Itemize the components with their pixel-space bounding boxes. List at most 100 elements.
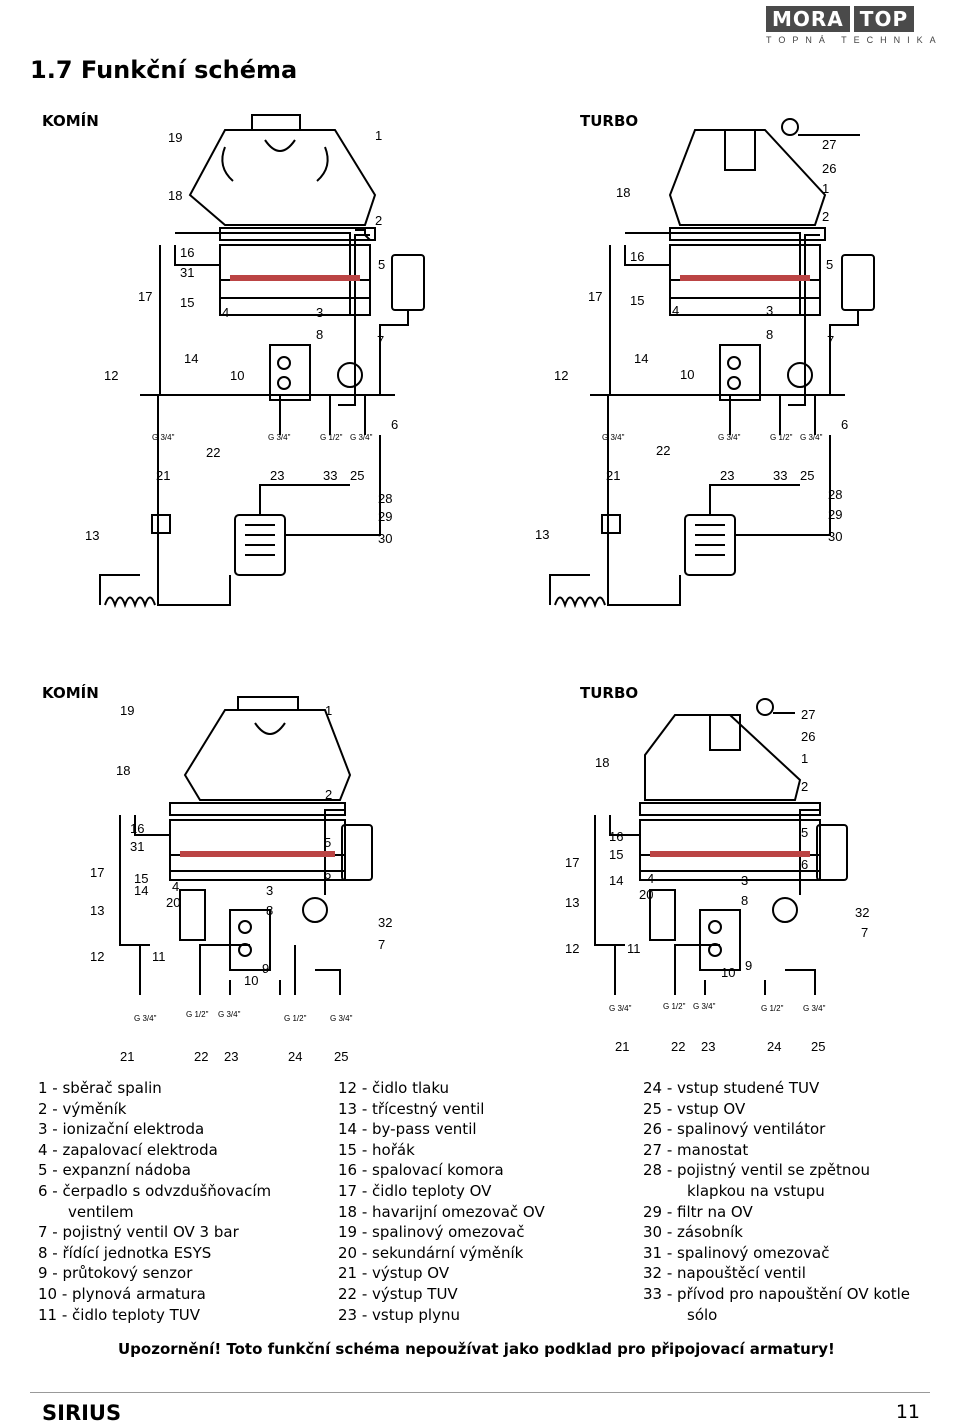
callout-16: 16 [609,829,623,844]
footer-divider [30,1392,930,1393]
callout-7: 7 [378,937,385,952]
legend-item: 15 - hořák [338,1140,415,1159]
thread-label: G 3/4" [218,1010,241,1019]
legend-item: 7 - pojistný ventil OV 3 bar [38,1223,239,1242]
callout-21: 21 [120,1049,134,1064]
callout-13: 13 [85,528,99,543]
thread-label: G 3/4" [268,433,291,442]
callout-15: 15 [609,847,623,862]
warning-note: Upozornění! Toto funkční schéma nepoužív… [118,1340,835,1358]
callout-5: 5 [801,825,808,840]
thread-label: G 3/4" [152,433,175,442]
callout-26: 26 [822,161,836,176]
callout-4: 4 [672,303,679,318]
thread-label: G 3/4" [693,1002,716,1011]
callout-8: 8 [741,893,748,908]
callout-25: 25 [350,468,364,483]
legend-item: 32 - napouštěcí ventil [643,1264,806,1283]
legend-item: 8 - řídící jednotka ESYS [38,1243,212,1262]
callout-1: 1 [325,703,332,718]
callout-32: 32 [855,905,869,920]
callout-4: 4 [222,305,229,320]
callout-24: 24 [288,1049,302,1064]
callout-22: 22 [194,1049,208,1064]
callout-20: 20 [166,895,180,910]
callout-25: 25 [811,1039,825,1054]
callout-27: 27 [801,707,815,722]
diagram-turbo-combi: 27 26 1 18 2 16 5 15 17 6 4 14 3 20 13 8… [565,695,869,1054]
legend: 1 - sběrač spalin 2 - výměník 3 - ioniza… [38,1078,938,1324]
callout-25: 25 [800,468,814,483]
diagram-label-komin-top: KOMÍN [42,112,99,130]
callout-8: 8 [766,327,773,342]
thread-label: G 3/4" [134,1014,157,1023]
page-number: 11 [895,1401,920,1423]
callout-18: 18 [616,185,630,200]
callout-3: 3 [316,305,323,320]
callout-17: 17 [90,865,104,880]
callout-12: 12 [90,949,104,964]
legend-item: 23 - vstup plynu [338,1305,460,1324]
callout-17: 17 [588,289,602,304]
legend-item: 19 - spalinový omezovač [338,1223,525,1242]
legend-item: 13 - třícestný ventil [338,1099,485,1118]
legend-item: 10 - plynová armatura [38,1284,206,1303]
callout-15: 15 [630,293,644,308]
callout-33: 33 [773,468,787,483]
callout-33: 33 [323,468,337,483]
legend-item: sólo [687,1305,718,1324]
diagram-label-komin-bottom: KOMÍN [42,684,99,702]
callout-22: 22 [206,445,220,460]
callout-27: 27 [822,137,836,152]
legend-column-1: 1 - sběrač spalin 2 - výměník 3 - ioniza… [38,1078,271,1325]
callout-2: 2 [375,213,382,228]
legend-item: 26 - spalinový ventilátor [643,1120,826,1139]
thread-label: G 1/2" [770,433,793,442]
callout-12: 12 [104,368,118,383]
legend-item: 21 - výstup OV [338,1264,450,1283]
logo-word-top: TOP [853,6,915,32]
callout-1: 1 [375,128,382,143]
callout-18: 18 [595,755,609,770]
legend-item: 17 - čidlo teploty OV [338,1181,492,1200]
callout-13: 13 [565,895,579,910]
thread-label: G 3/4" [609,1004,632,1013]
thread-label: G 1/2" [761,1004,784,1013]
callout-18: 18 [168,188,182,203]
callout-7: 7 [861,925,868,940]
callout-14: 14 [634,351,648,366]
callout-16: 16 [130,821,144,836]
thread-label: G 3/4" [803,1004,826,1013]
thread-label: G 3/4" [800,433,823,442]
callout-2: 2 [801,779,808,794]
callout-7: 7 [377,333,384,348]
thread-label: G 1/2" [663,1002,686,1011]
logo-word-mora: MORA [766,6,850,32]
legend-item: 18 - havarijní omezovač OV [338,1202,545,1221]
legend-item: 9 - průtokový senzor [38,1264,193,1283]
callout-10: 10 [721,965,735,980]
thread-label: G 3/4" [718,433,741,442]
callout-16: 16 [180,245,194,260]
legend-item: 22 - výstup TUV [338,1284,458,1303]
diagram-label-turbo-top: TURBO [580,112,639,130]
legend-item: 31 - spalinový omezovač [643,1243,830,1262]
legend-item: 25 - vstup OV [643,1099,746,1118]
callout-3: 3 [741,873,748,888]
callout-6: 6 [801,857,808,872]
legend-item: 27 - manostat [643,1140,749,1159]
callout-17: 17 [565,855,579,870]
thread-label: G 3/4" [602,433,625,442]
legend-column-2: 12 - čidlo tlaku 13 - třícestný ventil 1… [338,1078,545,1325]
callout-28: 28 [828,487,842,502]
callout-31: 31 [180,265,194,280]
callout-8: 8 [316,327,323,342]
callout-11: 11 [152,949,166,964]
thread-label: G 3/4" [330,1014,353,1023]
callout-26: 26 [801,729,815,744]
legend-item: 1 - sběrač spalin [38,1079,162,1097]
page-title: 1.7 Funkční schéma [30,56,298,84]
diagram-komin-combi: 19 1 18 2 16 31 5 17 15 6 4 14 3 20 8 13… [90,695,392,1064]
legend-item: 2 - výměník [38,1099,127,1118]
legend-item: ventilem [68,1202,134,1221]
